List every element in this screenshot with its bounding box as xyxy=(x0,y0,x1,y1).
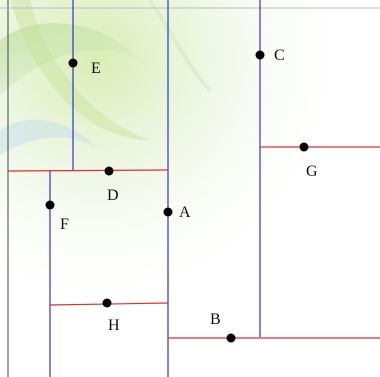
vertical-lines xyxy=(49,0,261,377)
point-a xyxy=(163,207,173,217)
label-f: F xyxy=(60,216,69,233)
label-a: A xyxy=(179,204,191,221)
point-d xyxy=(104,166,114,176)
label-d: D xyxy=(107,187,119,204)
label-b: B xyxy=(210,311,221,328)
point-f xyxy=(45,200,55,210)
point-g xyxy=(299,142,309,152)
point-h xyxy=(102,298,112,308)
point-labels: E C G D F A H B xyxy=(60,47,318,334)
horizontal-line-d xyxy=(7,169,169,172)
point-e xyxy=(68,58,78,68)
label-e: E xyxy=(91,60,101,77)
label-g: G xyxy=(306,163,318,180)
point-c xyxy=(255,50,265,60)
point-b xyxy=(226,333,236,343)
label-h: H xyxy=(108,317,120,334)
points xyxy=(45,50,309,343)
label-c: C xyxy=(274,47,285,64)
